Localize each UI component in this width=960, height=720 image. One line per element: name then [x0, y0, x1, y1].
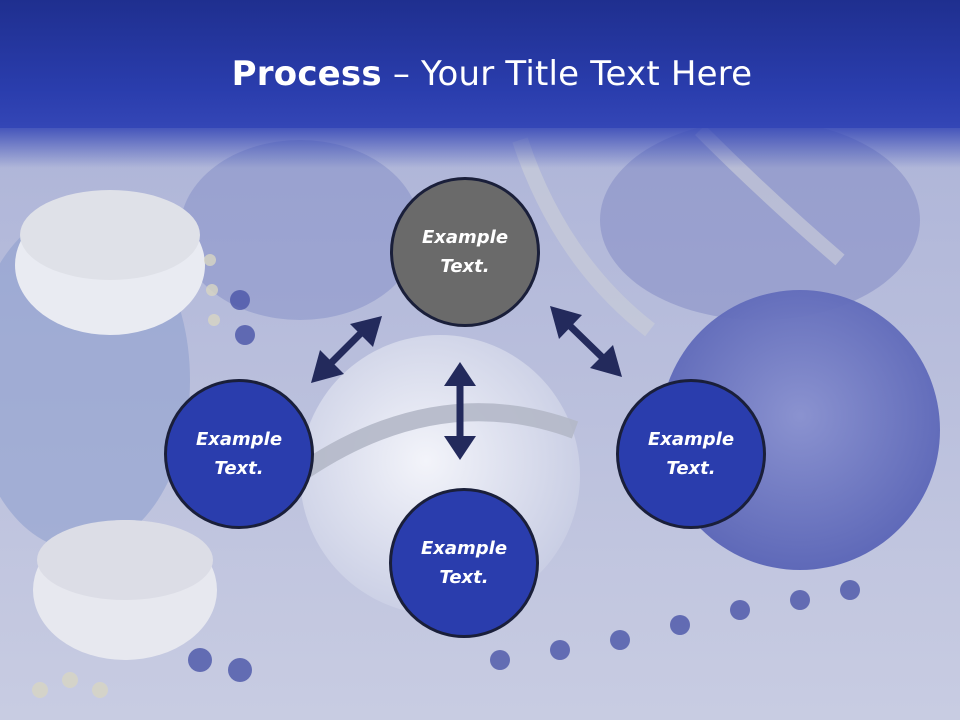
arrow-vertical-head-a	[444, 362, 476, 386]
header-band	[0, 0, 960, 128]
node-right: Example Text.	[616, 379, 766, 529]
title-separator: –	[381, 54, 422, 94]
node-right-text: Example Text.	[647, 429, 735, 479]
node-left: Example Text.	[164, 379, 314, 529]
arrow-top-right-line	[565, 321, 607, 362]
node-left-text: Example Text.	[195, 429, 283, 479]
arrow-top-left-head-b	[311, 350, 344, 383]
arrow-top-right-head-b	[590, 345, 622, 377]
arrow-top-left-line	[326, 327, 367, 368]
arrow-vertical-head-b	[444, 436, 476, 460]
arrow-top-right-head-a	[550, 306, 582, 339]
node-top-text: Example Text.	[421, 227, 509, 277]
title-bold: Process	[231, 54, 382, 94]
node-bottom-text: Example Text.	[420, 538, 508, 588]
node-bottom: Example Text.	[389, 488, 539, 638]
title-rest: Your Title Text Here	[421, 54, 753, 94]
slide-title: Process – Your Title Text Here	[0, 52, 960, 96]
header-fade	[0, 128, 960, 168]
node-top: Example Text.	[390, 177, 540, 327]
arrow-top-left-head-a	[350, 316, 382, 347]
